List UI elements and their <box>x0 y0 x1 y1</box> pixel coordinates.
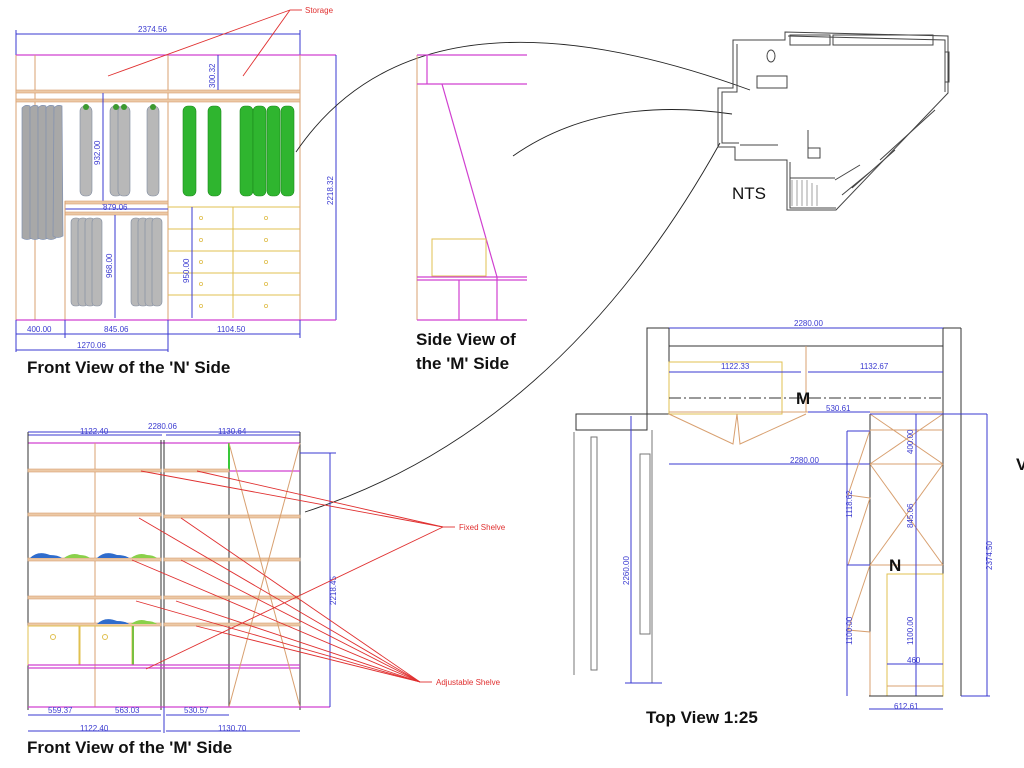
callout-curve <box>295 41 751 153</box>
dim-right-bay-a: 530.57 <box>184 706 209 715</box>
dim-right-bay: 1104.50 <box>217 325 246 334</box>
dim-right-section: 1130.64 <box>218 427 247 436</box>
shelves <box>27 468 301 627</box>
dim-bottom-right: 1130.70 <box>218 724 247 733</box>
nts-label: NTS <box>732 184 766 203</box>
dim-left-bay-a: 559.37 <box>48 706 73 715</box>
shoes <box>30 553 157 624</box>
storage-shelf <box>15 89 301 94</box>
top-view: 1122.33 1132.67 M 530.61 2280.00 2280.00… <box>573 319 994 727</box>
adjustable-shelve-leaders <box>131 517 432 683</box>
dim-overall-height-m: 2218.45 <box>329 576 338 605</box>
callout-curve <box>512 109 733 157</box>
drawer <box>79 625 133 666</box>
upper-grey-garments <box>79 104 160 197</box>
marker-m: M <box>796 389 810 408</box>
fixed-shelve-leaders <box>140 470 455 670</box>
dim-n-drawer-width: 460 <box>907 656 921 665</box>
dim-n-lower-right: 1100.00 <box>906 616 915 645</box>
dim-m-return: 530.61 <box>826 404 851 413</box>
drawer <box>27 625 80 666</box>
dim-overall-width: 2374.56 <box>138 25 167 34</box>
edge-glyph: V <box>1016 455 1024 474</box>
drawer-unit <box>168 206 300 318</box>
hanging-rail <box>15 98 301 103</box>
dim-overall-depth: 2374.50 <box>985 541 994 570</box>
dim-overall-width-m: 2280.06 <box>148 422 177 431</box>
side-view-title-line2: the 'M' Side <box>416 354 509 373</box>
dim-middle-bay: 845.06 <box>104 325 129 334</box>
fixed-shelve-label: Fixed Shelve <box>459 523 506 532</box>
dim-left-bay: 400.00 <box>27 325 52 334</box>
side-view-title-line1: Side View of <box>416 330 516 349</box>
dim-storage-height: 300.32 <box>208 63 217 88</box>
long-coats <box>21 104 64 240</box>
lower-rail <box>64 211 169 216</box>
dim-left-bay-b: 563.03 <box>115 706 140 715</box>
top-view-title: Top View 1:25 <box>646 708 758 727</box>
dim-drawer-height: 950.00 <box>182 258 191 283</box>
leader-line <box>107 9 291 77</box>
lower-grey-garments <box>70 217 163 307</box>
dim-n-depth: 612.61 <box>894 702 919 711</box>
callout-curve <box>304 142 721 513</box>
dim-wall-length: 2260.00 <box>622 556 631 585</box>
floor-plan-nts: NTS <box>717 31 950 211</box>
side-view-m: Side View of the 'M' Side <box>416 54 527 373</box>
dim-overall-height: 2218.32 <box>326 176 335 205</box>
leader-line <box>242 9 291 77</box>
dim-left-section: 1122.40 <box>80 427 109 436</box>
dim-n-inner-left: 1118.62 <box>845 490 854 518</box>
green-garments <box>182 105 295 197</box>
dim-n-lower-left: 1100.00 <box>845 616 854 645</box>
front-view-m: 2280.06 1122.40 1130.64 <box>27 422 506 757</box>
dim-n-upper: 845.06 <box>906 503 915 528</box>
front-view-m-title: Front View of the 'M' Side <box>27 738 232 757</box>
dim-corner-depth: 400.00 <box>906 429 915 454</box>
dim-upper-hang-width: 879.06 <box>103 203 128 212</box>
dim-top-width: 2280.00 <box>794 319 823 328</box>
dim-lower-hang-height: 968.00 <box>105 253 114 278</box>
dim-left-plus-middle: 1270.06 <box>77 341 106 350</box>
adjustable-shelve-label: Adjustable Shelve <box>436 678 501 687</box>
dim-upper-hang-height: 932.00 <box>93 140 102 165</box>
dim-m-left: 1122.33 <box>721 362 750 371</box>
front-view-n: 2374.56 300.32 2218.32 <box>15 6 337 377</box>
dim-bottom-left: 1122.40 <box>80 724 109 733</box>
storage-label: Storage <box>305 6 334 15</box>
dim-inner-width: 2280.00 <box>790 456 819 465</box>
marker-n: N <box>889 556 901 575</box>
front-view-n-title: Front View of the 'N' Side <box>27 358 230 377</box>
dim-m-right: 1132.67 <box>860 362 889 371</box>
